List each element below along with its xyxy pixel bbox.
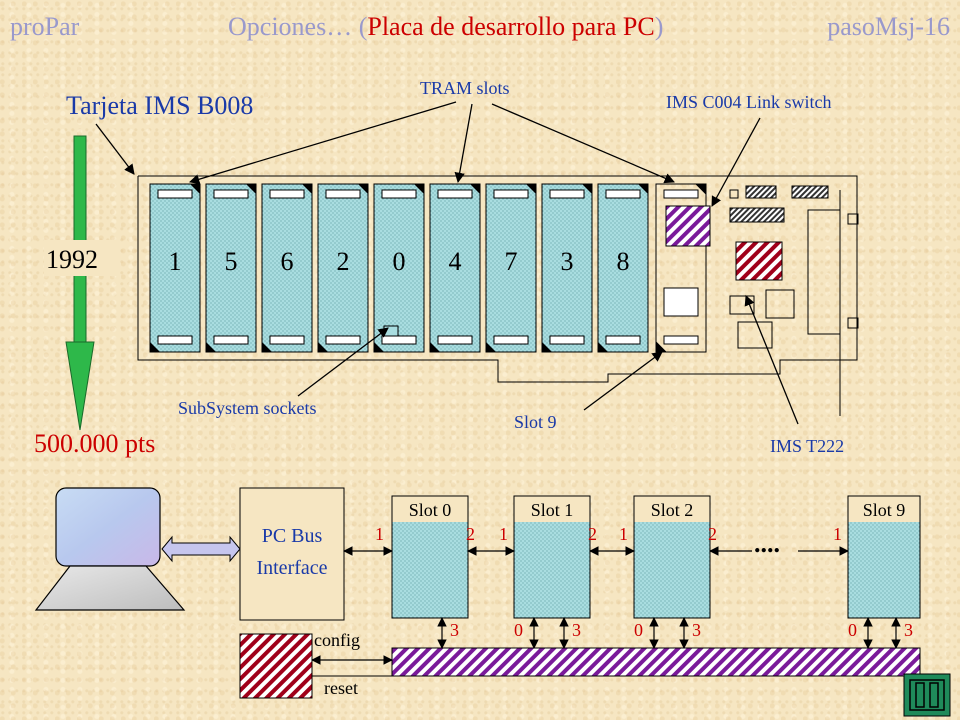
year-arrow [65,135,95,431]
board-title: Tarjeta IMS B008 [66,91,253,120]
header-center: Opciones… (Placa de desarrollo para PC) [228,12,663,42]
tram-slot-number: 5 [225,247,238,276]
tram-slot-number: 6 [281,247,294,276]
pipeline-slot-link-bottom-right: 3 [450,620,459,640]
pipeline-slot-title: Slot 0 [409,500,452,520]
tram-slot: 8 [597,183,649,353]
pc-bus-interface [239,487,345,621]
pipeline-slot-link-right: 2 [708,524,717,544]
config-label: config [314,630,360,650]
tram-slot-number: 3 [561,247,574,276]
pipeline-slot-title: Slot 2 [651,500,694,520]
pipeline-slot: Slot 2 1 2 0 3 [619,495,717,640]
pipeline-slot-link-left: 1 [375,524,384,544]
tram-slot-number: 8 [617,247,630,276]
pipeline-slot-title: Slot 9 [863,500,906,520]
slot9-area [655,183,707,353]
pc-bus-double-arrow [161,535,241,563]
link-switch-label: IMS C004 Link switch [666,92,832,112]
pc-bus-line2: Interface [256,557,327,579]
pipeline-slot-link-bottom-left: 0 [514,620,523,640]
pipeline-slot-link-left: 1 [833,524,842,544]
tram-slot-number: 4 [449,247,462,276]
t222-chip [735,241,783,281]
link-arrows [311,546,901,665]
year-label: 1992 [46,245,98,274]
header-center-highlight: Placa de desarrollo para PC [367,12,655,41]
tram-slot: 1 [149,183,201,353]
nav-double-bar-icon[interactable] [903,673,951,717]
subsystem-label: SubSystem sockets [178,398,317,418]
tram-slot-number: 0 [393,247,406,276]
tram-slot: 3 [541,183,593,353]
ellipsis-label: .... [754,529,780,558]
callout-arrows [95,101,799,425]
tram-slot-number: 2 [337,247,350,276]
tram-slot-number: 7 [505,247,518,276]
tram-slot-number: 1 [169,247,182,276]
pipeline-slot: Slot 1 1 2 0 3 [499,495,597,640]
pipeline-slot: Slot 0 1 2 3 [375,495,475,640]
pipeline-slot-link-bottom-right: 3 [904,620,913,640]
pipeline-slot-link-bottom-left: 0 [634,620,643,640]
pc-bus-line1: PC Bus [262,525,323,547]
header-center-suffix: ) [654,12,664,41]
pipeline-slot-link-bottom-right: 3 [692,620,701,640]
c004-switch-bar [391,647,921,677]
tram-slot: 0 [373,183,425,353]
header-right: pasoMsj-16 [827,12,950,41]
tram-slots-label: TRAM slots [420,78,510,98]
pipeline-slot-link-left: 1 [499,524,508,544]
pipeline-slot-link-left: 1 [619,524,628,544]
slot9-label: Slot 9 [514,412,557,432]
tram-slot: 6 [261,183,313,353]
tram-slot: 4 [429,183,481,353]
tram-slot: 2 [317,183,369,353]
pipeline-slots: Slot 0 1 2 3 Slot 1 1 2 0 3 Slot 2 1 2 0… [375,495,921,640]
tram-slot: 5 [205,183,257,353]
tram-slots: 1 5 6 2 [149,183,649,353]
pipeline-slot-link-bottom-right: 3 [572,620,581,640]
pipeline-slot-link-bottom-left: 0 [848,620,857,640]
pipeline-slot-link-right: 2 [588,524,597,544]
board-connectors [729,185,859,349]
price-label: 500.000 pts [34,429,155,458]
c004-link-switch-chip [665,205,711,247]
pipeline-slot-link-right: 2 [466,524,475,544]
t222-label: IMS T222 [770,436,844,456]
header-center-prefix: Opciones… ( [228,12,368,41]
header-left: proPar [10,12,80,41]
pipeline-slot-title: Slot 1 [531,500,574,520]
config-reset-block [239,633,313,699]
computer-icon [34,487,186,611]
pipeline-slot: Slot 9 1 0 3 [833,495,921,640]
tram-slot: 7 [485,183,537,353]
reset-label: reset [324,678,358,698]
